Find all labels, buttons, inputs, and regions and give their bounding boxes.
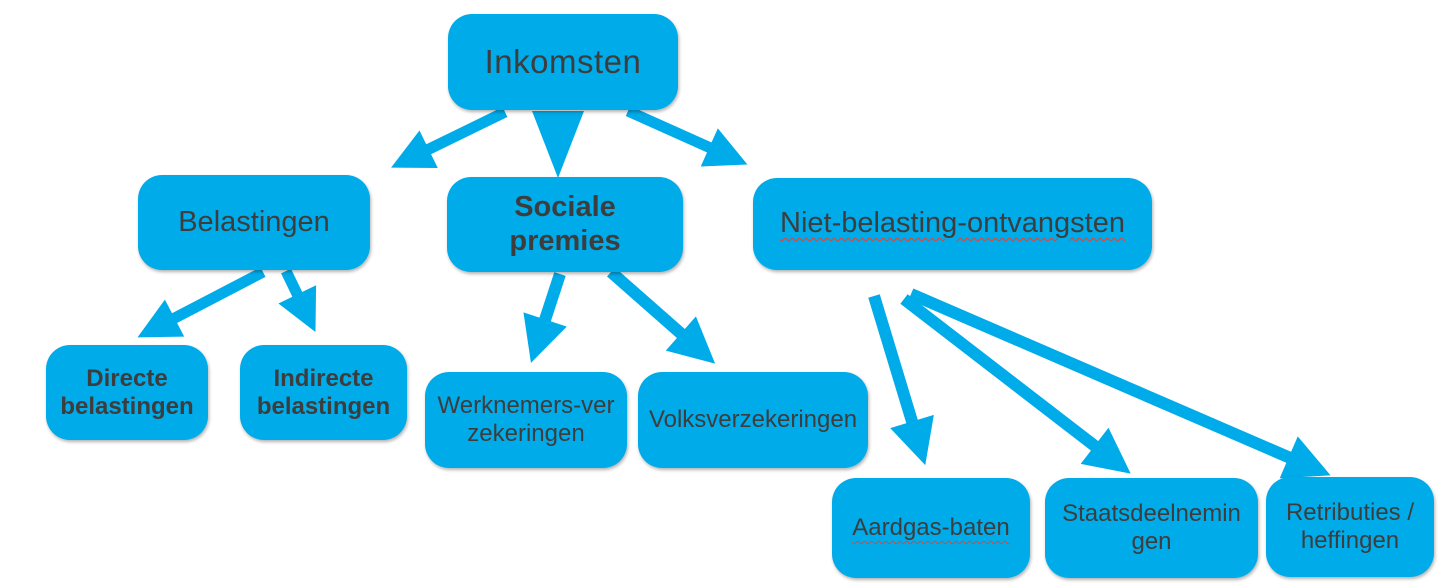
node-staatsdeelnemingen: Staatsdeelnemin gen [1045,478,1258,578]
node-staatsdeelnemingen-label: Staatsdeelnemin gen [1062,500,1241,555]
node-indirecte-belastingen-label: Indirecte belastingen [256,364,391,420]
arrow-inkomsten-belastingen [391,107,508,169]
node-werknemersverzekeringen: Werknemers-ver zekeringen [425,372,627,468]
arrow-sociale-werknemers [523,272,567,363]
node-werknemersverzekeringen-label: Werknemers-ver zekeringen [437,392,615,447]
arrow-nietbelasting-staats [900,294,1131,474]
node-belastingen-label: Belastingen [178,205,330,238]
node-volksverzekeringen-label: Volksverzekeringen [648,406,858,434]
arrow-nietbelasting-aardgas [868,294,934,466]
node-retributies-heffingen: Retributies / heffingen [1266,477,1434,577]
node-aardgas-baten-label: Aardgas-baten [852,514,1010,542]
arrow-inkomsten-sociale [532,111,584,178]
node-directe-belastingen: Directe belastingen [46,345,208,440]
node-indirecte-belastingen: Indirecte belastingen [240,345,407,440]
node-aardgas-baten: Aardgas-baten [832,478,1030,578]
node-retributies-heffingen-label: Retributies / heffingen [1285,499,1415,554]
node-sociale-premies-label: Sociale premies [509,190,621,257]
node-inkomsten: Inkomsten [448,14,678,110]
node-belastingen: Belastingen [138,175,370,270]
node-volksverzekeringen: Volksverzekeringen [638,372,868,468]
node-sociale-premies: Sociale premies [447,177,683,272]
arrow-belastingen-indirecte [278,268,317,332]
arrow-sociale-volks [607,267,716,364]
node-inkomsten-label: Inkomsten [484,42,642,80]
arrow-nietbelasting-retributies [908,288,1331,479]
node-directe-belastingen-label: Directe belastingen [60,364,194,420]
arrow-inkomsten-nietbelasting [625,105,748,167]
node-niet-belasting-ontvangsten-label: Niet-belasting-ontvangsten [780,207,1125,240]
node-niet-belasting-ontvangsten: Niet-belasting-ontvangsten [753,178,1152,270]
arrow-belastingen-directe [137,267,266,338]
